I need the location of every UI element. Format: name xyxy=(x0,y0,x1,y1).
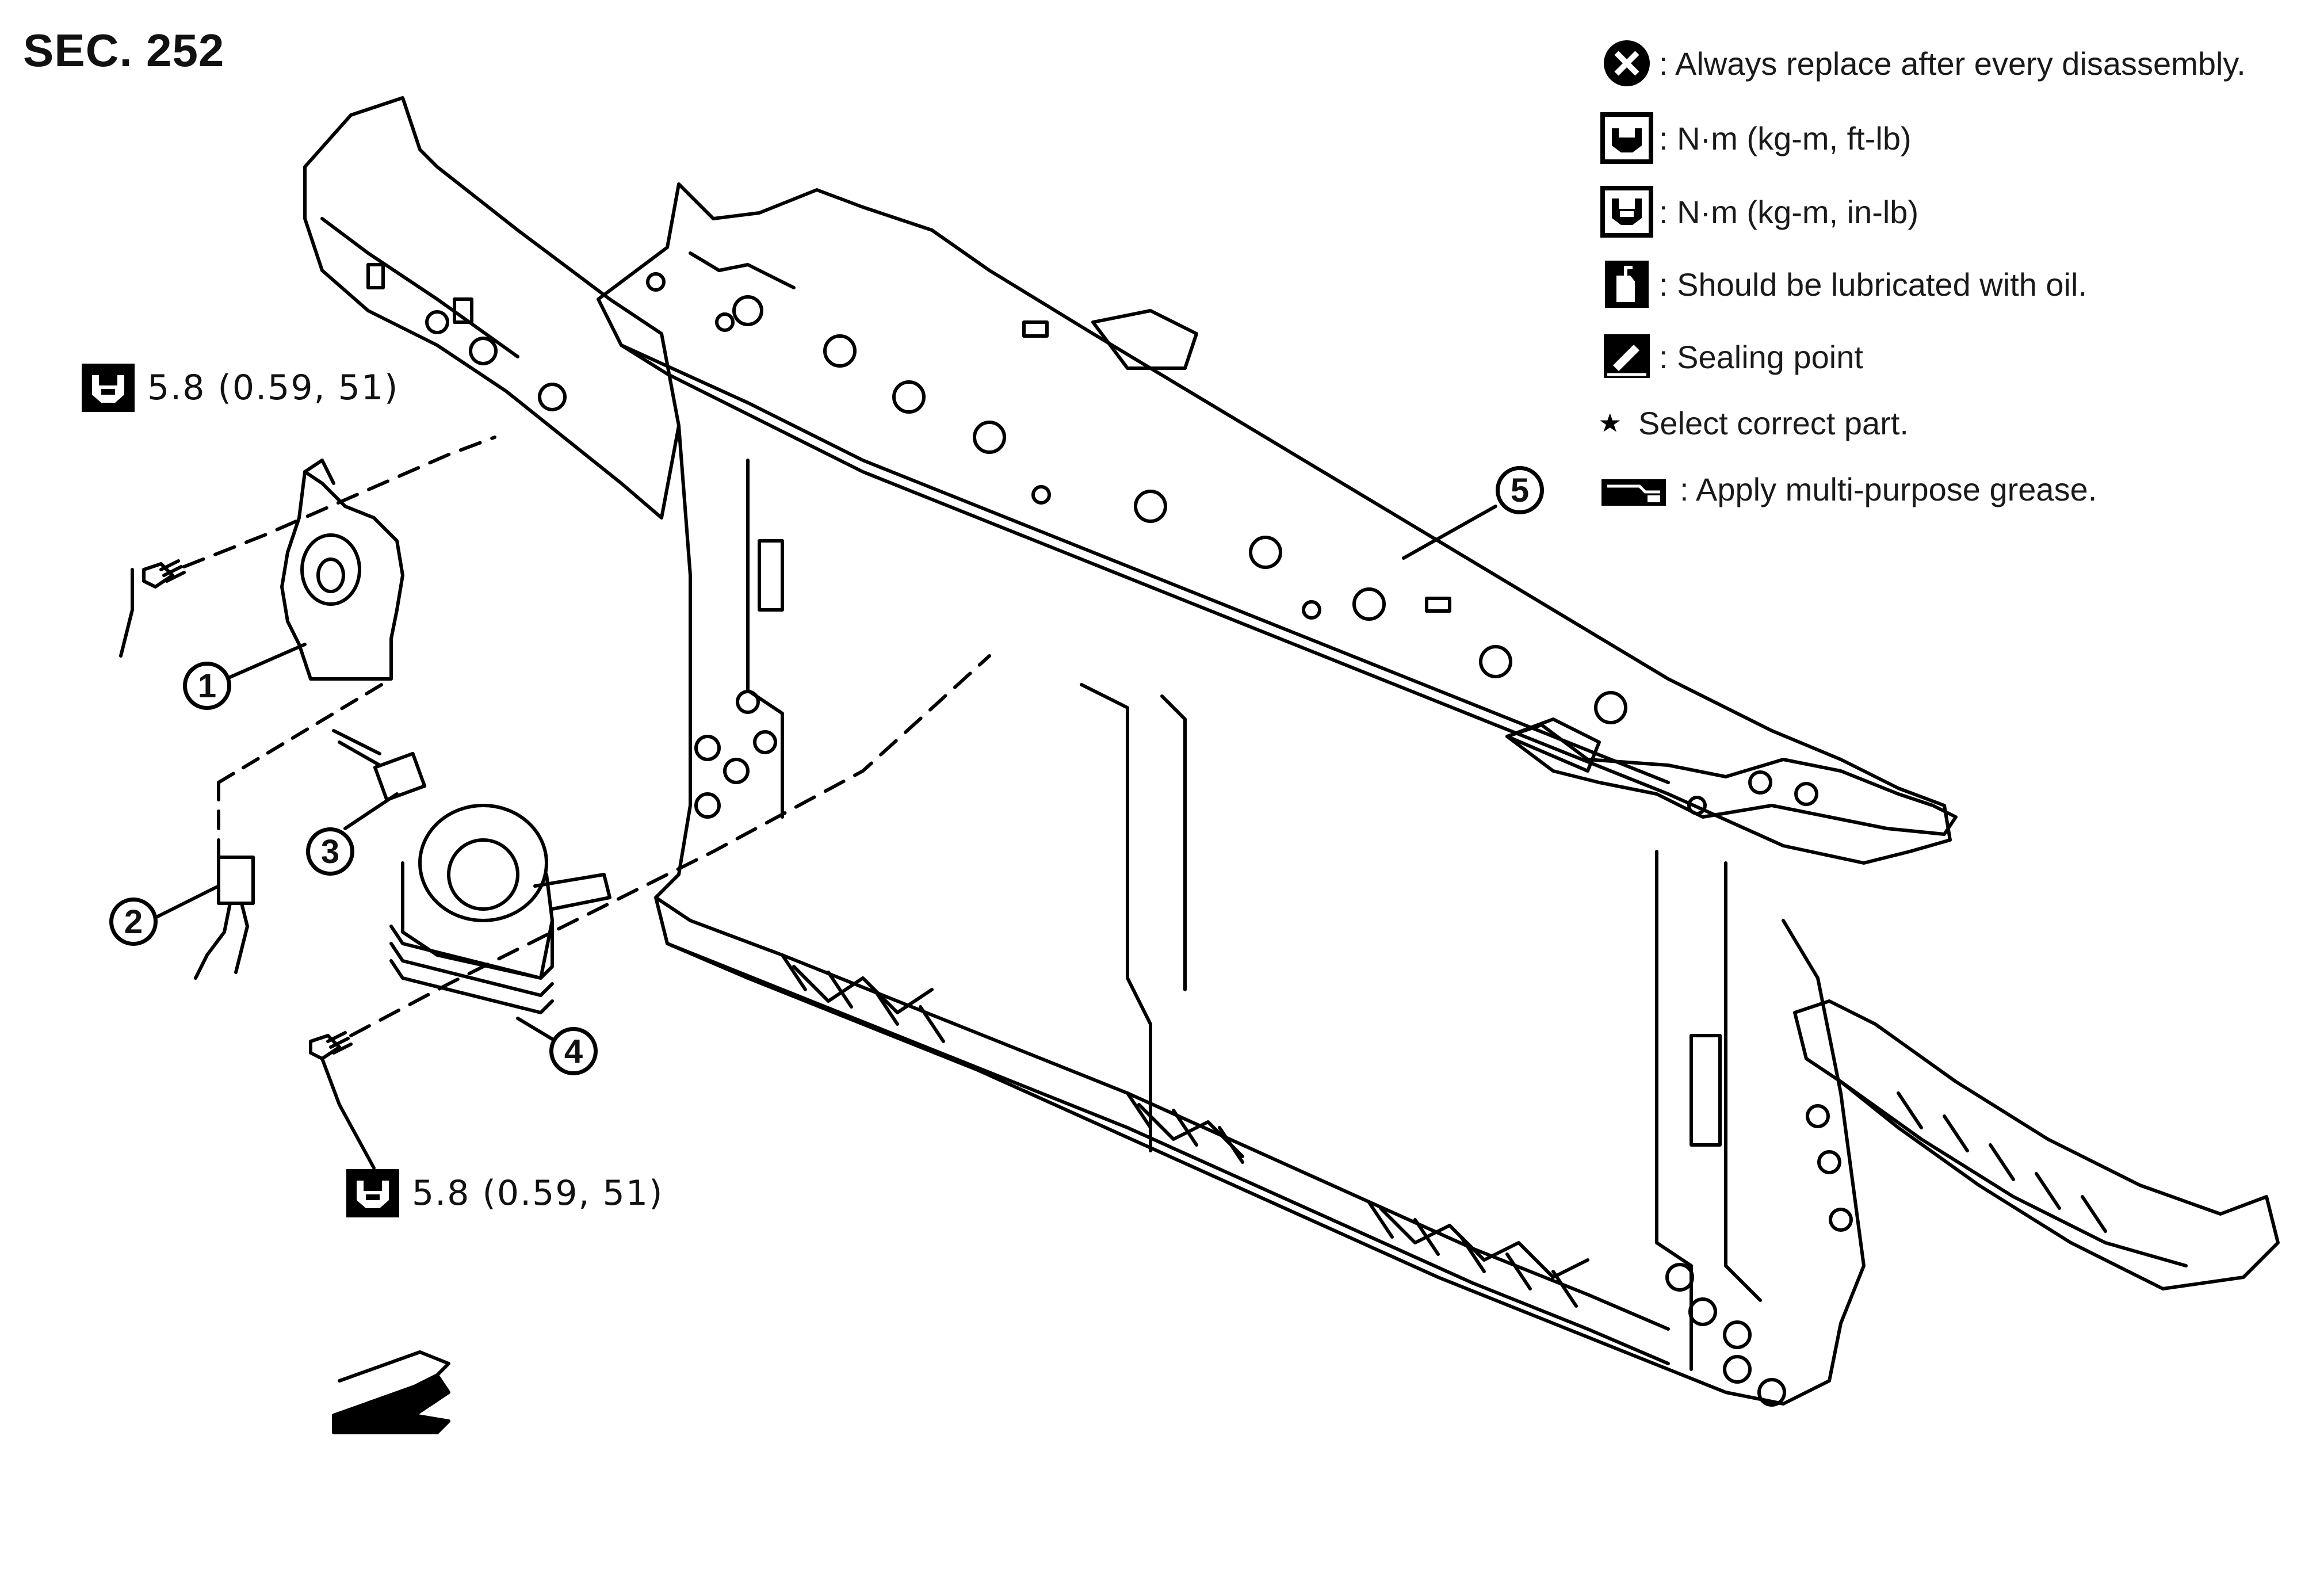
grease-icon xyxy=(1601,479,1666,506)
callout-part-3: 3 xyxy=(306,827,354,876)
legend-text-select-part: Select correct part. xyxy=(1638,404,1909,441)
sealing-point-icon xyxy=(1604,334,1650,378)
leader-torque-lower xyxy=(320,1057,376,1170)
callout-part-1: 1 xyxy=(183,662,231,710)
connector-dashed-line-2 xyxy=(217,677,393,784)
torque-wrench-icon xyxy=(82,364,135,412)
leader-part-5 xyxy=(1402,505,1497,560)
upper-horn-bolt xyxy=(142,559,186,589)
legend-text-oil: : Should be lubricated with oil. xyxy=(1659,266,2087,303)
oil-can-icon xyxy=(1605,261,1649,308)
bolt-alignment-dashed-lower xyxy=(349,654,991,1037)
horn-connector xyxy=(332,729,427,802)
legend-row-torque-inlb: : N·m (kg-m, in-lb) xyxy=(1599,183,1918,240)
torque-spec-upper: 5.8 (0.59, 51) xyxy=(81,362,399,413)
torque-spec-lower-text: 5.8 (0.59, 51) xyxy=(412,1173,664,1213)
legend-text-torque-ftlb: : N·m (kg-m, ft-lb) xyxy=(1659,120,1912,156)
torque-wrench-icon xyxy=(1600,186,1653,238)
legend-text-torque-inlb: : N·m (kg-m, in-lb) xyxy=(1659,193,1919,230)
lower-cross-member xyxy=(654,896,1670,1365)
horn-low xyxy=(389,804,611,1014)
right-side-member xyxy=(1793,999,2280,1290)
callout-part-4: 4 xyxy=(549,1027,598,1075)
legend-text-grease: : Apply multi-purpose grease. xyxy=(1680,471,2097,507)
front-direction-arrow-icon xyxy=(332,1350,450,1434)
legend-text-replace: : Always replace after every disassembly… xyxy=(1659,45,2246,82)
replace-x-icon xyxy=(1604,40,1650,86)
horn-high xyxy=(280,459,404,681)
upper-cross-member xyxy=(597,182,1952,865)
callout-part-2: 2 xyxy=(109,898,158,946)
leader-torque-upper xyxy=(119,568,134,658)
legend-text-sealing: : Sealing point xyxy=(1659,338,1863,375)
section-title: SEC. 252 xyxy=(23,25,225,76)
torque-spec-lower: 5.8 (0.59, 51) xyxy=(345,1168,663,1219)
bolt-alignment-dashed-upper xyxy=(182,436,496,568)
legend-row-oil: : Should be lubricated with oil. xyxy=(1599,255,2087,313)
main-frame xyxy=(654,424,1866,1407)
leader-part-3 xyxy=(343,792,399,830)
legend-row-sealing: : Sealing point xyxy=(1599,328,1863,385)
callout-part-5: 5 xyxy=(1496,466,1544,514)
harness-connector xyxy=(194,856,255,980)
torque-wrench-icon xyxy=(1600,112,1653,164)
legend-row-torque-ftlb: : N·m (kg-m, ft-lb) xyxy=(1599,109,1912,167)
leader-part-2 xyxy=(148,884,220,922)
lower-horn-bolt xyxy=(309,1031,353,1060)
legend-row-select-part: Select correct part. xyxy=(1599,394,1909,452)
legend-row-grease: : Apply multi-purpose grease. xyxy=(1599,460,2097,518)
upper-left-bracket xyxy=(303,96,681,520)
torque-wrench-icon xyxy=(346,1169,399,1217)
right-upper-bracket xyxy=(1505,723,1958,836)
torque-spec-upper-text: 5.8 (0.59, 51) xyxy=(147,368,399,408)
star-icon xyxy=(1600,413,1620,432)
legend-row-replace: : Always replace after every disassembly… xyxy=(1599,35,2246,92)
